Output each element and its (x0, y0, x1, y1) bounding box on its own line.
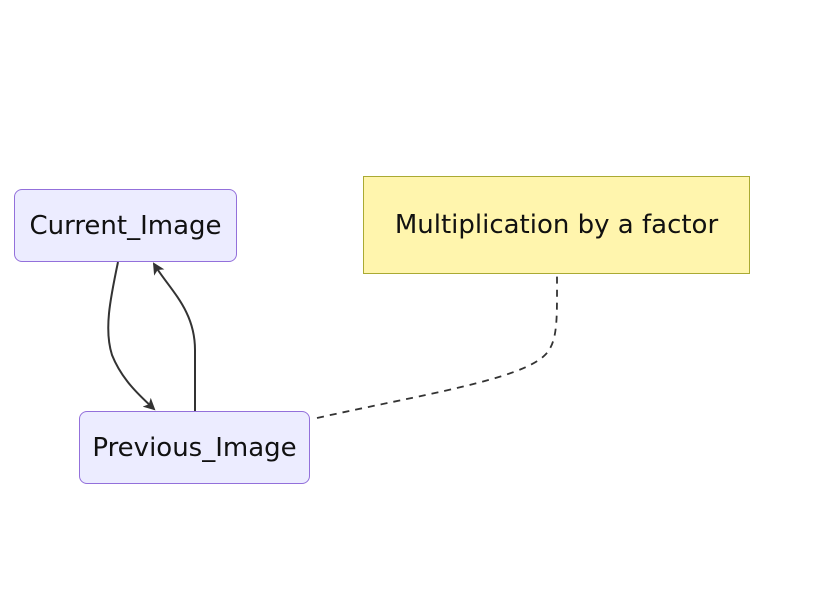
node-current-image[interactable]: Current_Image (14, 189, 237, 262)
node-previous-image-label: Previous_Image (92, 432, 297, 463)
node-previous-image[interactable]: Previous_Image (79, 411, 310, 484)
edge-current-to-previous (107, 261, 156, 411)
note-box[interactable]: Multiplication by a factor (363, 176, 750, 274)
edge-previous-to-current (152, 262, 196, 411)
node-current-image-label: Current_Image (29, 210, 222, 241)
edge-note-link (316, 275, 558, 419)
note-label: Multiplication by a factor (394, 210, 719, 240)
